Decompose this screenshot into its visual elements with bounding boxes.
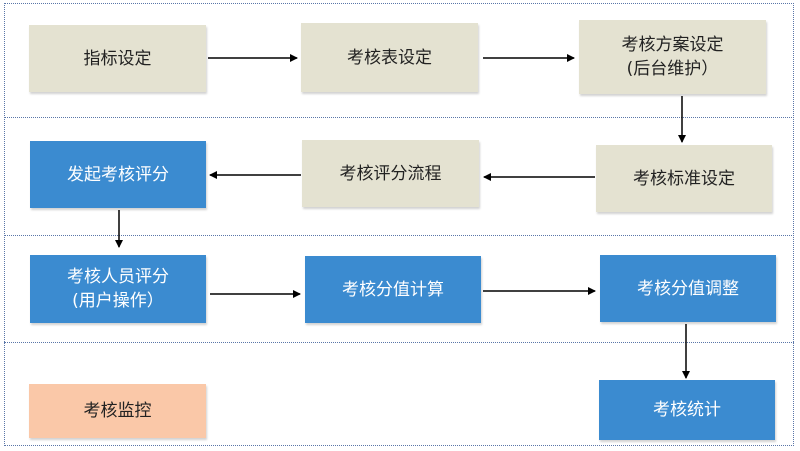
node-staff-scoring: 考核人员评分 (用户操作） xyxy=(30,255,206,323)
node-indicator-setup: 指标设定 xyxy=(29,25,206,92)
node-label: 考核评分流程 xyxy=(339,163,442,184)
node-label: 发起考核评分 xyxy=(67,164,169,185)
node-label: 考核分值调整 xyxy=(637,278,739,299)
node-label: 考核统计 xyxy=(653,400,721,420)
row-divider xyxy=(4,342,794,343)
node-assessment-statistics: 考核统计 xyxy=(599,380,775,440)
node-assessment-plan-setup: 考核方案设定 (后台维护） xyxy=(579,20,766,94)
node-label-note: (用户操作） xyxy=(72,291,164,311)
node-label: 考核监控 xyxy=(83,401,152,421)
node-assessment-form-setup: 考核表设定 xyxy=(301,23,478,92)
node-label: 考核标准设定 xyxy=(633,168,735,189)
row-divider xyxy=(4,117,794,118)
node-label: 指标设定 xyxy=(83,48,152,69)
node-label: 考核表设定 xyxy=(347,47,432,68)
row-divider xyxy=(4,235,794,236)
node-assessment-standard-setup: 考核标准设定 xyxy=(596,145,772,212)
node-start-scoring: 发起考核评分 xyxy=(30,141,206,208)
node-label-note: (后台维护） xyxy=(626,59,719,79)
node-assessment-monitoring: 考核监控 xyxy=(29,384,206,438)
node-scoring-process: 考核评分流程 xyxy=(302,140,479,207)
node-label: 考核分值计算 xyxy=(342,279,444,300)
node-label: 考核方案设定 xyxy=(621,35,724,55)
diagram-frame xyxy=(4,3,794,446)
node-score-calculation: 考核分值计算 xyxy=(305,256,481,323)
node-label: 考核人员评分 xyxy=(67,267,169,287)
node-score-adjustment: 考核分值调整 xyxy=(600,255,776,322)
